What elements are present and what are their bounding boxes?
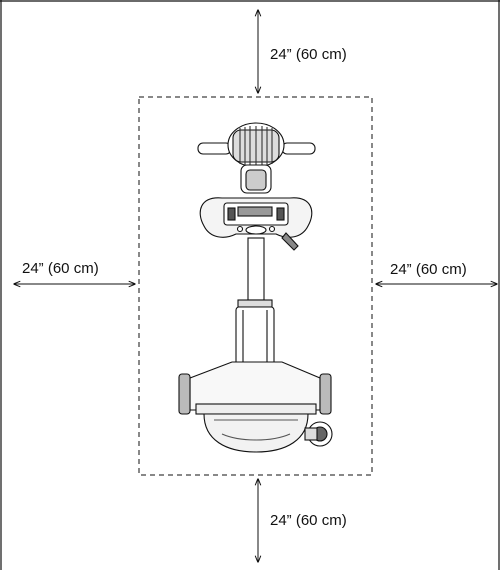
left-seat-handle xyxy=(178,373,191,415)
bottom-clearance-label: 24” (60 cm) xyxy=(270,512,347,529)
right-seat-handle xyxy=(319,373,332,415)
seat-rail xyxy=(237,299,273,308)
seat-base xyxy=(189,361,321,411)
top-clearance-label: 24” (60 cm) xyxy=(270,46,347,63)
handlebar-left-grip xyxy=(197,142,232,155)
right-clearance-label: 24” (60 cm) xyxy=(390,261,467,278)
left-clearance-label: 24” (60 cm) xyxy=(22,260,99,277)
handlebar-right-grip xyxy=(281,142,316,155)
bike-top-view xyxy=(178,122,333,453)
upright-post xyxy=(247,237,265,301)
